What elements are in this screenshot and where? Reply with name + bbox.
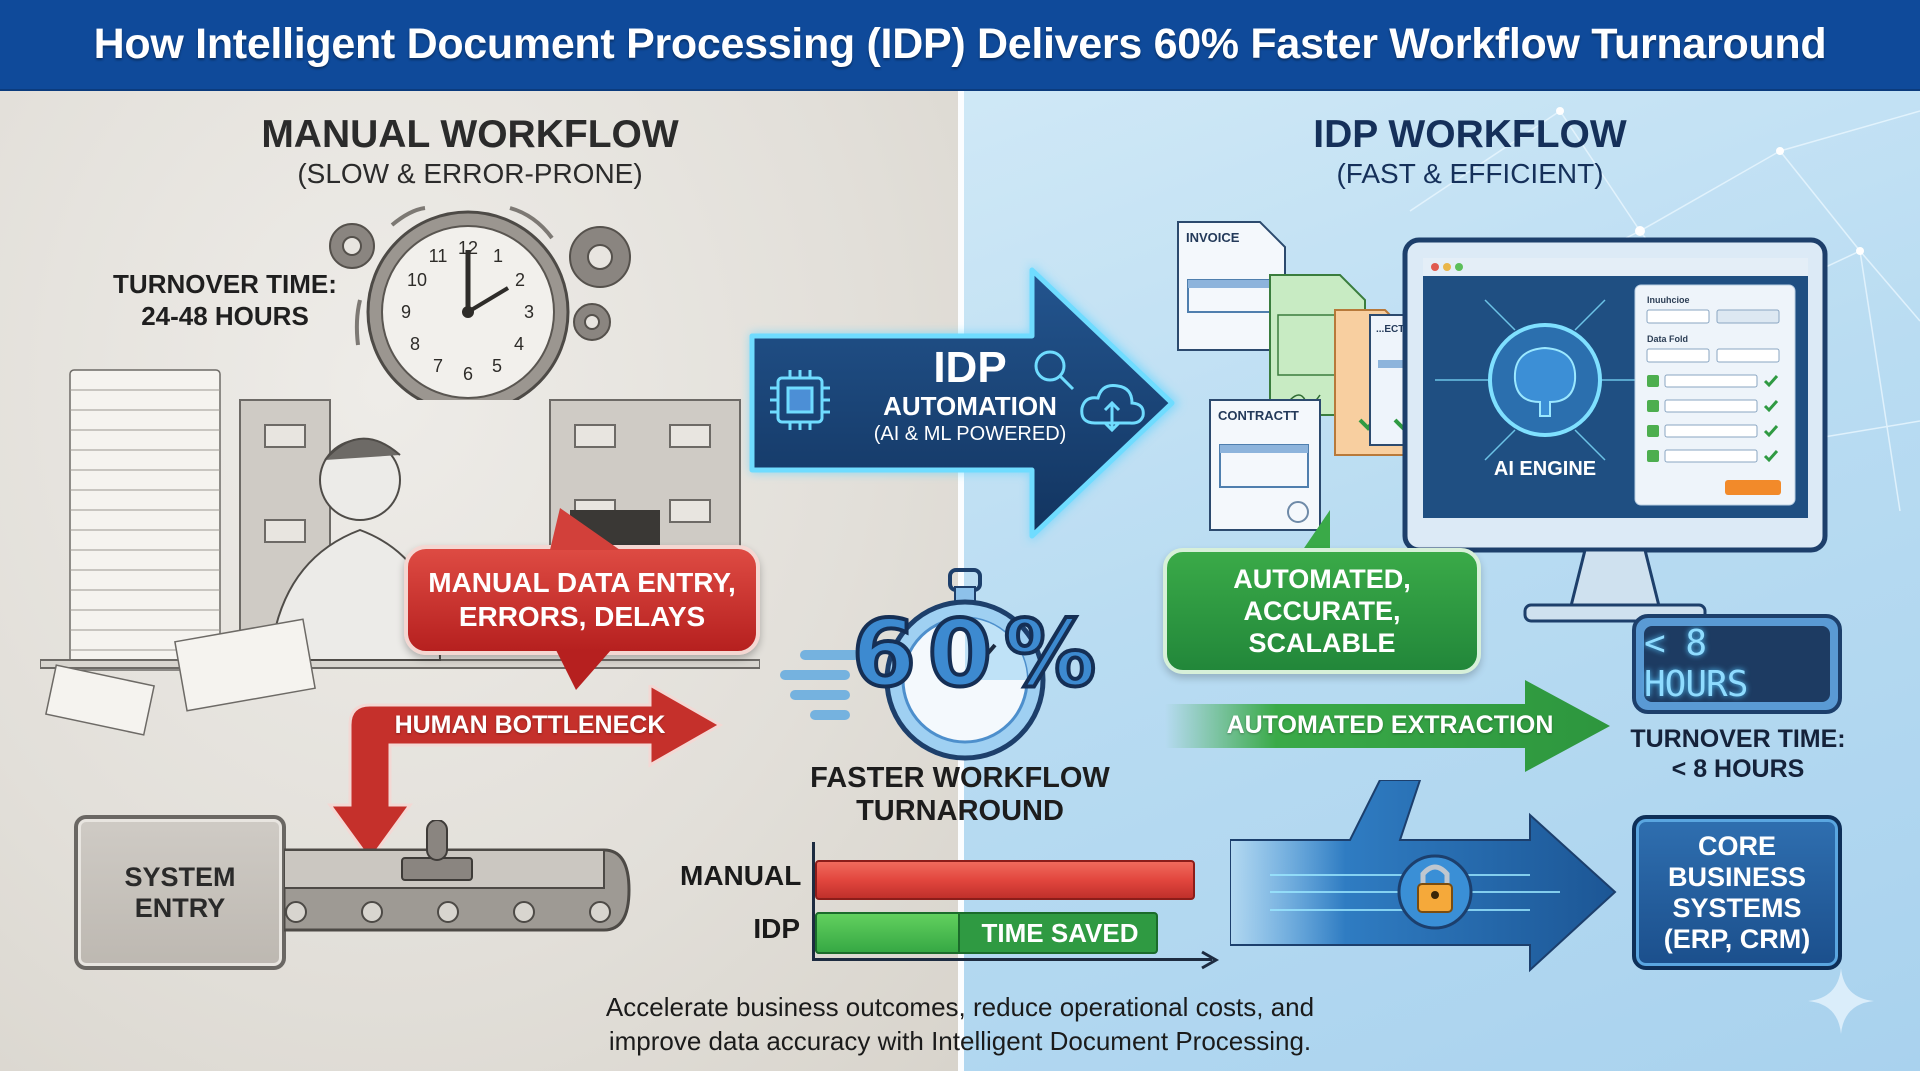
- core-line2: BUSINESS: [1667, 861, 1807, 892]
- manual-pain-callout: MANUAL DATA ENTRY, ERRORS, DELAYS: [404, 545, 760, 655]
- caption-line1: Accelerate business outcomes, reduce ope…: [605, 992, 1315, 1022]
- svg-text:5: 5: [492, 356, 502, 376]
- idp-arrow-text: IDP AUTOMATION (AI & ML POWERED): [840, 345, 1100, 447]
- idp-benefits-callout: AUTOMATED, ACCURATE, SCALABLE: [1163, 548, 1481, 674]
- magnifier-icon: [1034, 350, 1075, 391]
- padlock-icon: [1397, 854, 1473, 930]
- human-bottleneck-label: HUMAN BOTTLENECK: [394, 711, 666, 739]
- automated-extraction-arrow: [1165, 680, 1610, 772]
- overwhelmed-worker-illustration: [40, 369, 760, 736]
- manual-turnover-label: TURNOVER TIME:: [113, 269, 337, 299]
- svg-text:CONTRACTT: CONTRACTT: [1218, 408, 1299, 423]
- rubber-stamp-icon: [401, 820, 473, 881]
- paper-stack-icon: [69, 369, 221, 671]
- svg-text:10: 10: [407, 270, 427, 290]
- callout-pointer-top: [550, 508, 620, 550]
- gear-icon: [329, 223, 631, 341]
- stat-label-line2: TURNAROUND: [856, 795, 1064, 827]
- system-entry-box: SYSTEM ENTRY: [74, 815, 286, 970]
- invoice-document-icon: INVOICE: [1177, 221, 1286, 351]
- core-line3: SYSTEMS: [1672, 892, 1802, 923]
- speed-lines: [780, 650, 860, 720]
- idp-turnover-time: TURNOVER TIME: < 8 HOURS: [1618, 724, 1858, 784]
- ai-engine-monitor: AI ENGINE Inuuhcioe Data Fold: [1402, 237, 1828, 623]
- svg-text:Inuuhcioe: Inuuhcioe: [1647, 295, 1690, 305]
- idp-arrow-title: IDP: [933, 343, 1007, 392]
- system-entry-line2: ENTRY: [134, 892, 226, 923]
- benefit-callout-pointer: [1300, 510, 1330, 554]
- idp-turnover-value: < 8 HOURS: [1671, 755, 1805, 783]
- stat-label-line1: FASTER WORKFLOW: [810, 762, 1110, 794]
- extraction-form-panel: Inuuhcioe Data Fold: [1634, 284, 1796, 506]
- benefit-line3: SCALABLE: [1248, 628, 1396, 658]
- idp-bar-label: IDP: [753, 913, 800, 944]
- idp-arrow-line2: AUTOMATION: [883, 391, 1057, 421]
- manual-workflow-title: MANUAL WORKFLOW: [261, 113, 679, 156]
- svg-text:INVOICE: INVOICE: [1186, 230, 1240, 245]
- manual-workflow-subtitle: (SLOW & ERROR-PRONE): [297, 158, 643, 189]
- svg-text:2: 2: [515, 270, 525, 290]
- svg-text:11: 11: [429, 246, 448, 266]
- digital-clock-value: < 8 HOURS: [1644, 623, 1830, 705]
- manual-turnover-time: TURNOVER TIME: 24-48 HOURS: [110, 268, 340, 332]
- page-header: How Intelligent Document Processing (IDP…: [0, 0, 1920, 91]
- ai-engine-label: AI ENGINE: [1494, 458, 1596, 480]
- secure-transfer-arrow: [1230, 780, 1617, 973]
- idp-workflow-title: IDP WORKFLOW: [1313, 113, 1627, 156]
- manual-turnover-value: 24-48 HOURS: [141, 301, 309, 331]
- svg-text:Data Fold: Data Fold: [1647, 334, 1688, 344]
- submit-button-illustration: [1725, 480, 1781, 495]
- idp-automation-arrow: [749, 263, 1180, 543]
- page-title: How Intelligent Document Processing (IDP…: [93, 20, 1827, 68]
- idp-time-bar: [815, 912, 960, 954]
- stressed-worker-icon: [268, 437, 442, 661]
- time-saved-label: TIME SAVED: [981, 918, 1139, 948]
- svg-text:3: 3: [524, 302, 534, 322]
- svg-text:4: 4: [514, 334, 524, 354]
- cloud-upload-icon: [1080, 384, 1145, 433]
- stopwatch-icon: [884, 568, 1046, 761]
- manual-pain-line1: MANUAL DATA ENTRY,: [428, 567, 736, 598]
- chart-axis-arrow-icon: [1201, 950, 1220, 970]
- svg-text:1: 1: [493, 246, 503, 266]
- brain-icon: [1488, 323, 1602, 437]
- idp-arrow-line3: (AI & ML POWERED): [873, 423, 1067, 445]
- chart-y-axis: [812, 842, 815, 960]
- svg-text:7: 7: [433, 356, 443, 376]
- manual-time-bar: [815, 860, 1195, 900]
- stat-label: FASTER WORKFLOW TURNAROUND: [770, 762, 1150, 828]
- manual-bar-label: MANUAL: [680, 860, 802, 891]
- manual-pain-line2: ERRORS, DELAYS: [458, 601, 706, 632]
- core-line4: (ERP, CRM): [1663, 923, 1811, 954]
- idp-turnover-label: TURNOVER TIME:: [1630, 725, 1846, 753]
- conveyor-belt-illustration: [284, 820, 631, 932]
- svg-text:6: 6: [463, 364, 473, 384]
- system-entry-line1: SYSTEM: [124, 861, 236, 892]
- core-business-systems-box: CORE BUSINESS SYSTEMS (ERP, CRM): [1632, 815, 1842, 970]
- core-line1: CORE: [1697, 830, 1776, 861]
- chart-x-axis: [812, 958, 1212, 961]
- benefit-line2: ACCURATE,: [1243, 596, 1401, 626]
- callout-pointer-bottom: [556, 650, 611, 690]
- svg-text:8: 8: [410, 334, 420, 354]
- panel-divider: [958, 91, 964, 1071]
- svg-text:12: 12: [458, 238, 478, 258]
- automated-extraction-label: AUTOMATED EXTRACTION: [1226, 711, 1554, 739]
- idp-workflow-subtitle: (FAST & EFFICIENT): [1336, 158, 1604, 189]
- desk: [40, 659, 760, 669]
- svg-text:...ECT: ...ECT: [1376, 324, 1404, 335]
- digital-clock-display: < 8 HOURS: [1632, 614, 1842, 714]
- caption-line2: improve data accuracy with Intelligent D…: [608, 1026, 1312, 1056]
- human-bottleneck-arrow: [327, 685, 724, 863]
- sparkle-icon: [1808, 968, 1874, 1034]
- svg-text:9: 9: [401, 302, 411, 322]
- stopwatch-60-percent: [780, 568, 1046, 761]
- chip-icon: [770, 370, 830, 430]
- footer-caption: Accelerate business outcomes, reduce ope…: [520, 990, 1400, 1058]
- benefit-line1: AUTOMATED,: [1233, 564, 1411, 594]
- stat-value: 60%: [850, 598, 1109, 709]
